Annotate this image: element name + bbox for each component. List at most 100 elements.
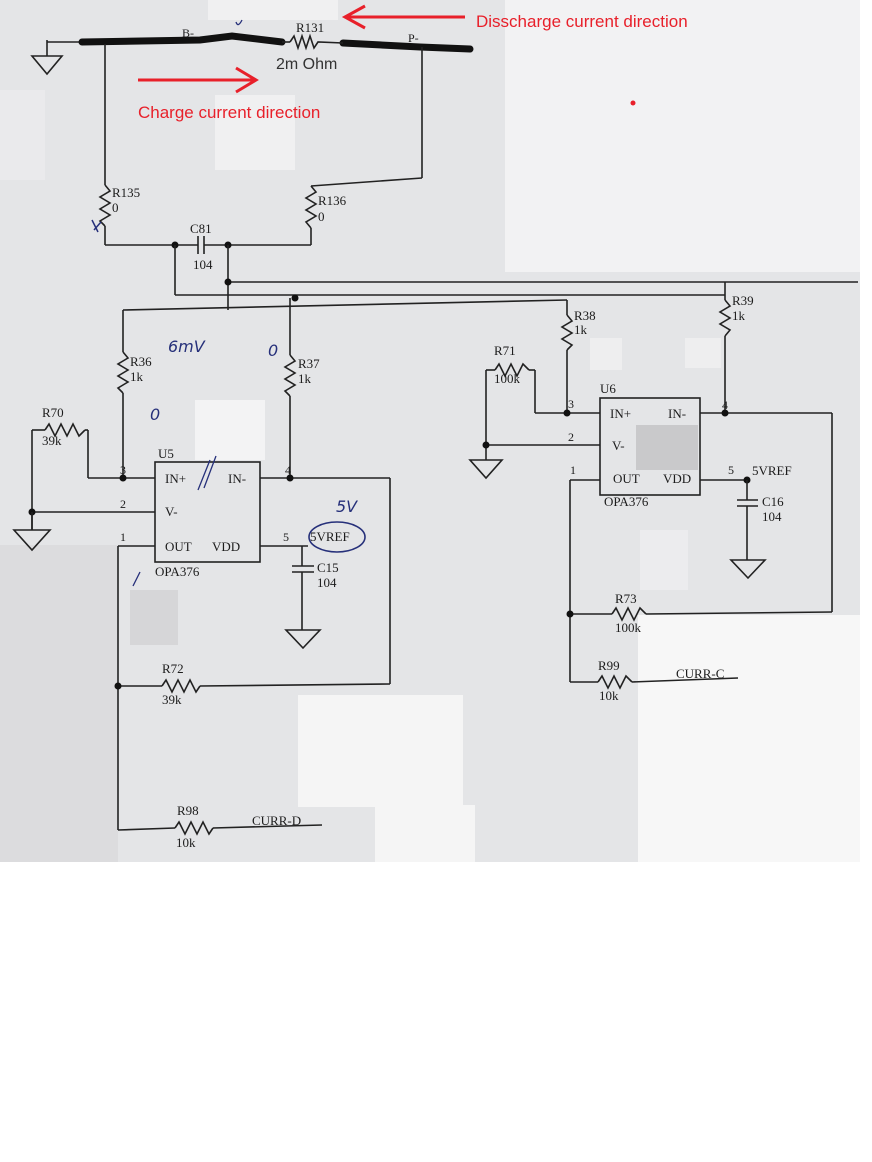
ground-symbol <box>468 459 504 480</box>
handwritten-mv: 6mV <box>168 337 206 356</box>
u5-pin2: 2 <box>120 497 126 511</box>
r36-ref: R36 <box>130 354 152 369</box>
r135-val: 0 <box>112 200 119 215</box>
redaction-block <box>640 530 688 590</box>
u5-opamp <box>154 461 261 563</box>
u6-in-plus: IN+ <box>610 406 631 421</box>
c15-val: 104 <box>317 575 337 590</box>
r131-label: R131 <box>296 20 324 35</box>
ground-symbol <box>729 559 767 580</box>
c81-val: 104 <box>193 257 213 272</box>
u5-in-minus: IN- <box>228 471 246 486</box>
r70-ref: R70 <box>42 405 64 420</box>
redaction-block <box>590 338 622 370</box>
r38-resistor <box>560 314 574 351</box>
r36-val: 1k <box>130 369 144 384</box>
redaction-block <box>195 400 265 460</box>
r73-ref: R73 <box>615 591 637 606</box>
shunt-value: 2m Ohm <box>276 56 337 73</box>
r70-val: 39k <box>42 433 62 448</box>
r99-ref: R99 <box>598 658 620 673</box>
r72-ref: R72 <box>162 661 184 676</box>
u6-ref: U6 <box>600 381 616 396</box>
handwritten-zero-b: 0 <box>150 405 160 424</box>
ground-symbol <box>284 629 322 650</box>
discharge-arrow <box>341 4 465 30</box>
handwritten-mark <box>132 571 141 587</box>
redaction-block <box>375 805 475 862</box>
handwritten-mark <box>197 455 217 491</box>
redaction-block <box>685 338 721 368</box>
redaction-block <box>505 0 860 272</box>
r73-resistor <box>611 606 647 622</box>
curr-c-label: CURR-C <box>676 666 724 681</box>
u6-v-minus: V- <box>612 438 625 453</box>
u5-pin1: 1 <box>120 530 126 544</box>
u6-pin3: 3 <box>568 397 574 411</box>
handwritten-5v: 5V <box>336 497 358 516</box>
charge-label: Charge current direction <box>138 103 320 122</box>
r136-ref: R136 <box>318 193 347 208</box>
u6-pin1: 1 <box>570 463 576 477</box>
charge-arrow <box>138 66 259 94</box>
r72-resistor <box>161 678 201 694</box>
u5-vdd: VDD <box>212 539 240 554</box>
r99-resistor <box>597 674 633 690</box>
r73-val: 100k <box>615 620 642 635</box>
redaction-block <box>298 695 463 807</box>
c16-ref: C16 <box>762 494 784 509</box>
handwritten-mark <box>91 219 102 233</box>
redaction-block <box>130 590 178 645</box>
handwritten-zero-a: 0 <box>268 341 278 360</box>
u6-vref-label: 5VREF <box>752 463 792 478</box>
r135-ref: R135 <box>112 185 140 200</box>
u5-out: OUT <box>165 539 192 554</box>
r37-ref: R37 <box>298 356 320 371</box>
u6-out: OUT <box>613 471 640 486</box>
r136-resistor <box>304 185 318 229</box>
r36-resistor <box>116 351 130 394</box>
r98-resistor <box>174 820 214 836</box>
p-minus-label: P- <box>408 31 419 45</box>
redaction-block <box>215 95 295 170</box>
u6-opamp <box>599 397 701 496</box>
c16-val: 104 <box>762 509 782 524</box>
r98-ref: R98 <box>177 803 199 818</box>
c81-ref: C81 <box>190 221 212 236</box>
u6-in-minus: IN- <box>668 406 686 421</box>
r71-resistor <box>494 362 530 378</box>
u6-pin2: 2 <box>568 430 574 444</box>
r131-resistor <box>289 33 344 51</box>
u6-vdd: VDD <box>663 471 691 486</box>
discharge-label: Disscharge current direction <box>476 12 688 31</box>
u5-ref: U5 <box>158 446 174 461</box>
u5-part: OPA376 <box>155 564 200 579</box>
u5-pin5: 5 <box>283 530 289 544</box>
r39-ref: R39 <box>732 293 754 308</box>
redaction-block <box>0 545 118 862</box>
r37-val: 1k <box>298 371 312 386</box>
r71-val: 100k <box>494 371 521 386</box>
r135-resistor <box>98 184 112 227</box>
c15-ref: C15 <box>317 560 339 575</box>
r37-resistor <box>283 354 297 397</box>
redaction-block <box>0 90 45 180</box>
u5-v-minus: V- <box>165 504 178 519</box>
redaction-block <box>636 425 698 470</box>
u5-vref-label: 5VREF <box>310 529 350 544</box>
r71-ref: R71 <box>494 343 516 358</box>
u5-in-plus: IN+ <box>165 471 186 486</box>
r70-resistor <box>44 422 86 438</box>
r38-ref: R38 <box>574 308 596 323</box>
r39-val: 1k <box>732 308 746 323</box>
ground-symbol <box>30 40 64 76</box>
u5-pin4: 4 <box>285 463 291 477</box>
r39-resistor <box>718 299 732 337</box>
handwritten-circle <box>308 521 366 553</box>
r136-val: 0 <box>318 209 325 224</box>
redaction-block <box>208 0 338 20</box>
r99-val: 10k <box>599 688 619 703</box>
ground-symbol <box>12 512 52 552</box>
r72-val: 39k <box>162 692 182 707</box>
